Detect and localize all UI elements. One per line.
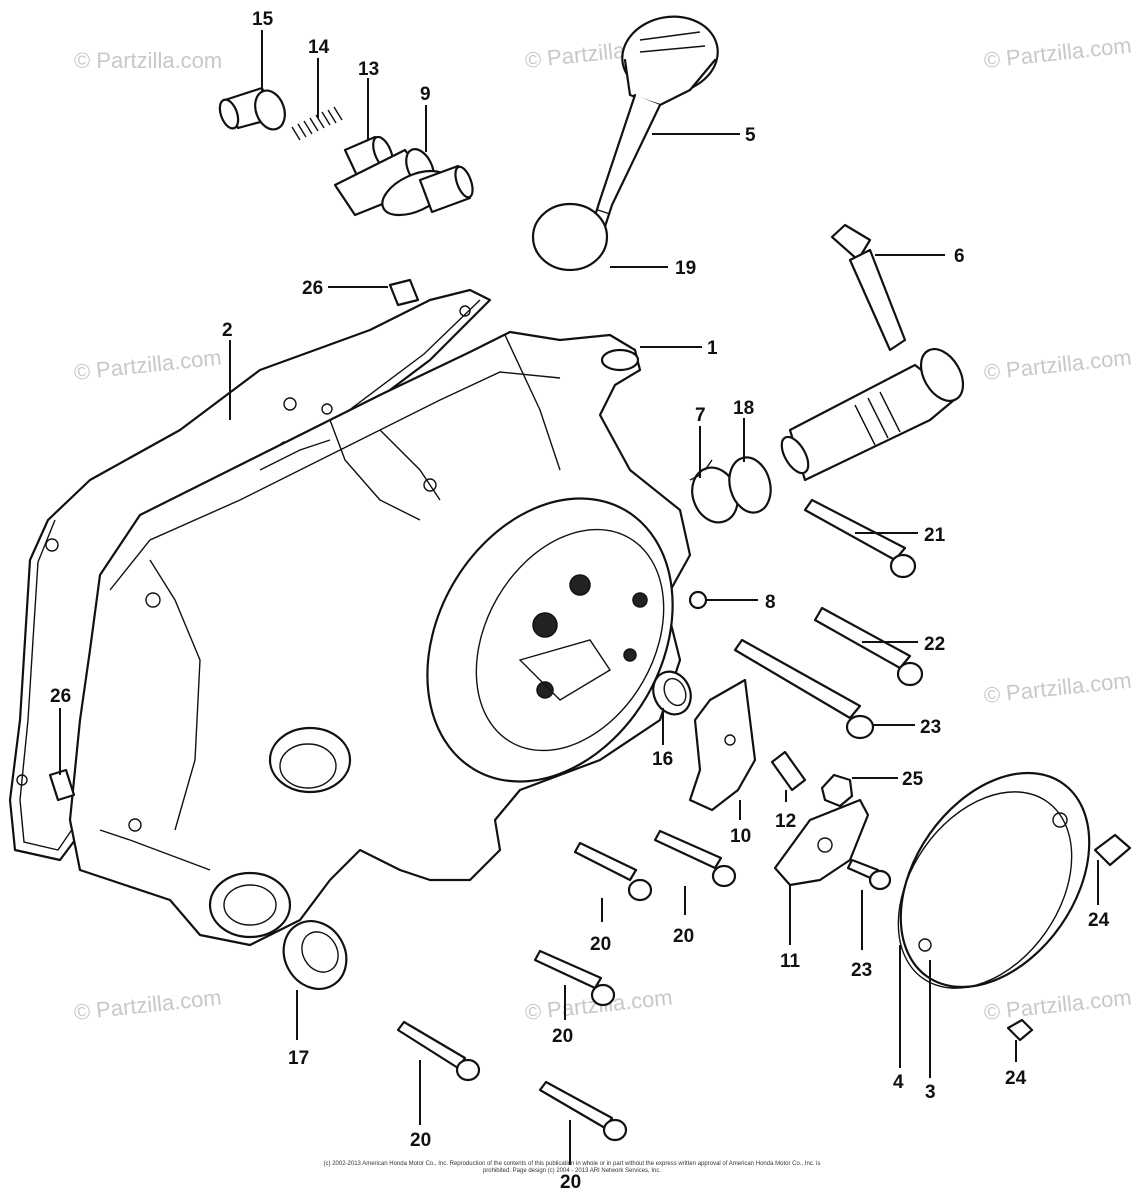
copyright-notice: (c) 2002-2013 American Honda Motor Co., …	[323, 1161, 821, 1174]
callout-23: 23	[851, 960, 872, 981]
o-ring-18[interactable]	[723, 453, 776, 517]
callout-labels: 15 14 13 9 5 19 6 26 1 2 7 18 21 8 22 23…	[50, 9, 1110, 1193]
bolt-20d[interactable]	[396, 1020, 481, 1082]
callout-26: 26	[302, 278, 323, 299]
seal-16[interactable]	[646, 665, 697, 720]
callout-22: 23	[920, 717, 941, 738]
bolt-20b[interactable]	[653, 829, 737, 888]
callout-20: 20	[590, 934, 611, 955]
plate-10[interactable]	[688, 678, 757, 812]
screw-24a[interactable]	[1093, 833, 1132, 867]
spring-14[interactable]	[291, 106, 343, 141]
callout-17: 17	[288, 1048, 309, 1069]
bolt-20a[interactable]	[573, 841, 653, 902]
callout-16: 16	[652, 749, 673, 770]
callout-21: 22	[924, 634, 945, 655]
callout-7: 7	[695, 405, 706, 426]
dipstick-5[interactable]	[586, 9, 724, 244]
callout-24: 24	[1088, 910, 1110, 931]
callout-20: 20	[560, 1172, 581, 1193]
callout-26: 26	[50, 686, 71, 707]
callout-4: 4	[893, 1072, 904, 1093]
callout-2: 2	[222, 320, 233, 341]
part-11[interactable]	[773, 798, 870, 887]
screw-24b[interactable]	[1006, 1018, 1034, 1042]
screw-23[interactable]	[846, 858, 892, 891]
callout-15: 15	[252, 9, 274, 30]
callout-8: 8	[765, 592, 776, 613]
bolt-21b[interactable]	[813, 606, 924, 687]
callout-24: 24	[1005, 1068, 1027, 1089]
crankcase-cover-1[interactable]	[68, 330, 722, 947]
callout-19: 19	[675, 258, 696, 279]
set-screw-12[interactable]	[770, 750, 807, 792]
bolt-22[interactable]	[733, 638, 875, 740]
callout-18: 18	[733, 398, 754, 419]
callout-6: 6	[954, 246, 965, 267]
callout-13: 13	[358, 59, 379, 80]
watermark: © Partzilla.com	[74, 48, 223, 73]
callout-20: 20	[410, 1130, 431, 1151]
cover-3[interactable]	[862, 737, 1128, 1022]
callout-11: 11	[780, 951, 801, 972]
bolt-21a[interactable]	[803, 498, 917, 579]
callout-5: 5	[745, 125, 756, 146]
callout-9: 9	[420, 84, 431, 105]
bolt-20e[interactable]	[538, 1080, 628, 1142]
seal-17[interactable]	[272, 910, 359, 1001]
leader-lines	[59, 30, 1099, 1165]
callout-10: 10	[730, 826, 751, 847]
callout-12: 12	[775, 811, 796, 832]
callout-14: 14	[308, 37, 330, 58]
dowel-26a[interactable]	[388, 278, 420, 307]
part-9[interactable]	[333, 145, 476, 224]
callout-20: 20	[673, 926, 694, 947]
callout-3: 3	[925, 1082, 936, 1103]
callout-20: 20	[552, 1026, 573, 1047]
callout-25: 25	[902, 769, 924, 790]
cap-15[interactable]	[216, 86, 290, 133]
shaft-6[interactable]	[776, 223, 971, 482]
plug-8[interactable]	[688, 590, 708, 610]
nut-25[interactable]	[820, 773, 854, 808]
callout-21: 21	[924, 525, 946, 546]
o-ring-19[interactable]	[531, 202, 609, 272]
bolt-20c[interactable]	[533, 949, 616, 1007]
callout-1: 1	[707, 338, 718, 359]
